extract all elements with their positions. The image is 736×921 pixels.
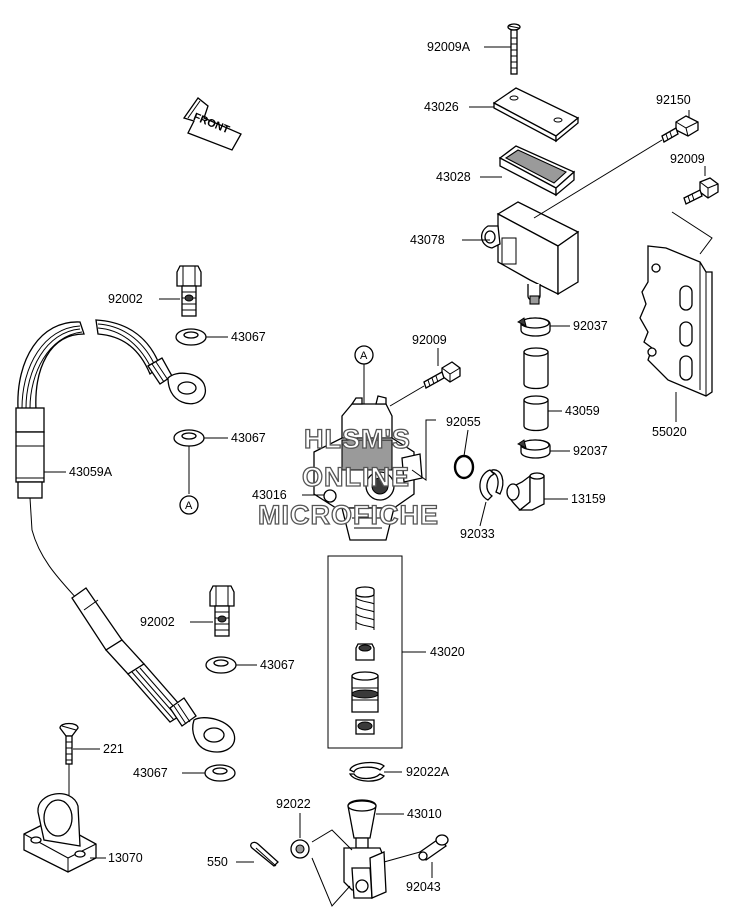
part-221-screw (59, 722, 79, 765)
label-92002-b: 92002 (140, 615, 175, 629)
watermark-line-2: ONLINE (302, 462, 410, 492)
part-92002-banjo-bolt-a (176, 265, 202, 317)
part-43059-hose (523, 395, 549, 432)
part-92022-washer (290, 839, 310, 859)
label-13070: 13070 (108, 851, 143, 865)
label-92055: 92055 (446, 415, 481, 429)
part-43067-washer-d (204, 764, 236, 782)
label-92037-a: 92037 (573, 319, 608, 333)
part-43010-push-rod (343, 799, 387, 899)
part-55020-guard (639, 245, 713, 397)
part-92033-circlip (479, 469, 504, 501)
part-43067-washer-a (175, 328, 207, 346)
label-92022: 92022 (276, 797, 311, 811)
label-55020: 55020 (652, 425, 687, 439)
part-43016-master-cylinder (313, 395, 423, 541)
part-43028-diaphragm (498, 145, 576, 197)
label-92009-mid: 92009 (412, 333, 447, 347)
part-92037-clamp-b (517, 439, 551, 459)
part-92022A-circlip (348, 761, 385, 782)
part-92009-bolt-mid (423, 361, 461, 389)
watermark: HLSM'S ONLINE MICROFICHE (257, 423, 439, 530)
part-hose-upper (523, 347, 549, 390)
watermark-line-3: MICROFICHE (258, 500, 439, 530)
label-221: 221 (103, 742, 124, 756)
part-92043-pin (418, 834, 449, 861)
part-92009A-screw (507, 23, 521, 75)
label-43078: 43078 (410, 233, 445, 247)
front-arrow-icon: FRONT (182, 97, 242, 151)
label-550: 550 (207, 855, 228, 869)
part-92009-bolt-right (683, 177, 719, 205)
label-43067-c: 43067 (260, 658, 295, 672)
label-13159: 13159 (571, 492, 606, 506)
part-13159-elbow (506, 472, 545, 511)
ref-a-top-label: A (360, 350, 368, 362)
label-92009A: 92009A (427, 40, 471, 54)
ref-marker-a-top: A (354, 345, 374, 365)
part-43067-washer-b (173, 429, 205, 447)
watermark-line-1: HLSM'S (304, 424, 411, 454)
label-43067-b: 43067 (231, 431, 266, 445)
label-43020: 43020 (430, 645, 465, 659)
ref-a-left-label: A (185, 500, 193, 512)
part-550-cotter-pin (250, 841, 279, 867)
label-43067-d: 43067 (133, 766, 168, 780)
label-43059A: 43059A (69, 465, 113, 479)
label-92150: 92150 (656, 93, 691, 107)
label-92002-a: 92002 (108, 292, 143, 306)
part-43067-washer-c (205, 656, 237, 674)
label-92009-right: 92009 (670, 152, 705, 166)
label-43026: 43026 (424, 100, 459, 114)
part-43020-piston-kit (327, 555, 403, 749)
label-43016: 43016 (252, 488, 287, 502)
label-92022A: 92022A (406, 765, 450, 779)
part-13070-holder (23, 793, 97, 873)
part-43059A-brake-hose (15, 319, 236, 753)
part-92002-banjo-bolt-b (209, 585, 235, 637)
label-92043: 92043 (406, 880, 441, 894)
label-92033: 92033 (460, 527, 495, 541)
label-43028: 43028 (436, 170, 471, 184)
part-92150-bolt (661, 115, 699, 143)
part-92037-clamp-a (517, 317, 551, 337)
label-43067-a: 43067 (231, 330, 266, 344)
label-43010: 43010 (407, 807, 442, 821)
ref-marker-a-left: A (179, 495, 199, 515)
part-92055-o-ring (453, 454, 475, 480)
part-43078-cylinder-body (481, 201, 580, 305)
label-43059: 43059 (565, 404, 600, 418)
label-92037-b: 92037 (573, 444, 608, 458)
part-43026-cap (492, 87, 580, 143)
